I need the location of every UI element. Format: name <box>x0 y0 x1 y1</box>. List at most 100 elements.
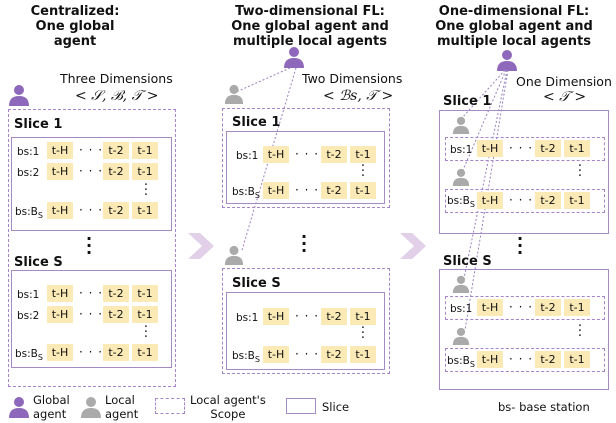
slice-label: Slice 1 <box>14 117 63 132</box>
slice-label: Slice S <box>232 276 281 291</box>
col2-tuple: < ℬs, 𝒯 > <box>323 88 394 104</box>
col1-dimensions: Three Dimensions <box>60 71 173 86</box>
legend-base-station: bs- base station <box>498 400 590 414</box>
bs-label: bs:1 <box>450 303 473 315</box>
cell-t-H: t-H <box>47 142 73 159</box>
bs-label: bs:1 <box>236 150 259 162</box>
vertical-dots: ··· <box>360 321 366 346</box>
dots: · · · <box>509 193 534 207</box>
dots: · · · <box>79 164 104 178</box>
cell-t-2: t-2 <box>321 146 347 163</box>
cell-t-1: t-1 <box>350 346 376 363</box>
cell-t-2: t-2 <box>535 192 561 209</box>
cell-t-2: t-2 <box>321 308 347 325</box>
cell-t-2: t-2 <box>321 182 347 199</box>
bs-label: bs:BS <box>232 350 260 365</box>
col3-scope <box>445 296 605 320</box>
cell-t-H: t-H <box>263 308 289 325</box>
dots: · · · <box>295 147 320 161</box>
bs-label: bs:BS <box>447 195 475 210</box>
vertical-dots: ··· <box>143 320 149 345</box>
legend-slice: Slice <box>322 400 350 414</box>
col3-dimensions: One Dimension <box>516 74 612 89</box>
col3-title: One-dimensional FL: One global agent and… <box>435 4 593 49</box>
cell-t-2: t-2 <box>103 306 129 323</box>
col1-title: Centralized: One global agent <box>30 4 120 49</box>
cell-t-2: t-2 <box>535 140 561 157</box>
vertical-dots: ··· <box>143 178 149 203</box>
col3-scope <box>445 189 605 213</box>
cell-t-H: t-H <box>263 146 289 163</box>
col1-scope <box>8 109 176 387</box>
local-agent-icon <box>224 245 244 265</box>
arrow-icon <box>188 233 214 259</box>
cell-t-H: t-H <box>47 163 73 180</box>
cell-t-1: t-1 <box>132 285 158 302</box>
cell-t-2: t-2 <box>103 285 129 302</box>
cell-t-1: t-1 <box>350 182 376 199</box>
local-agent-icon <box>224 84 244 104</box>
slice-label: Slice S <box>14 255 63 270</box>
cell-t-H: t-H <box>263 346 289 363</box>
arrow-icon <box>400 233 426 259</box>
cell-t-1: t-1 <box>350 146 376 163</box>
cell-t-1: t-1 <box>564 351 590 368</box>
col2-scope-1 <box>222 108 390 208</box>
col3-tuple: < 𝒯 > <box>543 89 587 105</box>
cell-t-1: t-1 <box>564 299 590 316</box>
cell-t-H: t-H <box>477 299 503 316</box>
local-agent-icon <box>81 397 101 418</box>
cell-t-1: t-1 <box>132 344 158 361</box>
cell-t-2: t-2 <box>103 142 129 159</box>
vertical-dots: ··· <box>577 159 583 184</box>
cell-t-2: t-2 <box>103 344 129 361</box>
cell-t-H: t-H <box>263 182 289 199</box>
dots: · · · <box>295 347 320 361</box>
vertical-dots: ··· <box>360 159 366 184</box>
cell-t-1: t-1 <box>564 192 590 209</box>
cell-t-1: t-1 <box>132 306 158 323</box>
slice-label: Slice S <box>443 254 492 269</box>
legend-slice-swatch <box>286 398 316 414</box>
bs-label: bs:BS <box>447 355 475 370</box>
cell-t-2: t-2 <box>321 346 347 363</box>
global-agent-icon <box>9 85 29 106</box>
cell-t-2: t-2 <box>535 299 561 316</box>
dots: · · · <box>79 143 104 157</box>
local-agent-icon <box>452 116 470 134</box>
cell-t-H: t-H <box>47 285 73 302</box>
local-agent-icon <box>452 327 470 345</box>
cell-t-H: t-H <box>47 306 73 323</box>
bs-label: bs:1 <box>450 144 473 156</box>
vertical-dots: ··· <box>300 227 308 260</box>
bs-label: bs:1 <box>236 312 259 324</box>
legend-local-agent: Local agent <box>105 393 139 421</box>
col3-scope <box>445 137 605 161</box>
cell-t-2: t-2 <box>103 202 129 219</box>
col2-slice-S <box>226 292 385 370</box>
global-agent-icon <box>284 47 304 68</box>
bs-label: bs:BS <box>15 348 43 363</box>
cell-t-1: t-1 <box>132 202 158 219</box>
dots: · · · <box>295 183 320 197</box>
legend-scope-swatch <box>155 398 185 414</box>
cell-t-H: t-H <box>477 140 503 157</box>
cell-t-H: t-H <box>47 202 73 219</box>
col1-tuple: < 𝒮, ℬ, 𝒯 > <box>75 88 159 104</box>
cell-t-H: t-H <box>477 351 503 368</box>
local-agent-icon <box>452 168 470 186</box>
dots: · · · <box>295 309 320 323</box>
col2-dimensions: Two Dimensions <box>302 71 403 86</box>
dots: · · · <box>509 300 534 314</box>
col2-title: Two-dimensional FL: One global agent and… <box>231 4 389 49</box>
bs-label: bs:1 <box>17 146 40 158</box>
cell-t-1: t-1 <box>564 140 590 157</box>
global-agent-icon <box>9 397 29 418</box>
dots: · · · <box>79 203 104 217</box>
cell-t-2: t-2 <box>535 351 561 368</box>
bs-label: bs:BS <box>15 206 43 221</box>
dots: · · · <box>509 352 534 366</box>
col2-slice-1 <box>226 131 385 204</box>
vertical-dots: ··· <box>577 319 583 344</box>
bs-label: bs:1 <box>17 289 40 301</box>
